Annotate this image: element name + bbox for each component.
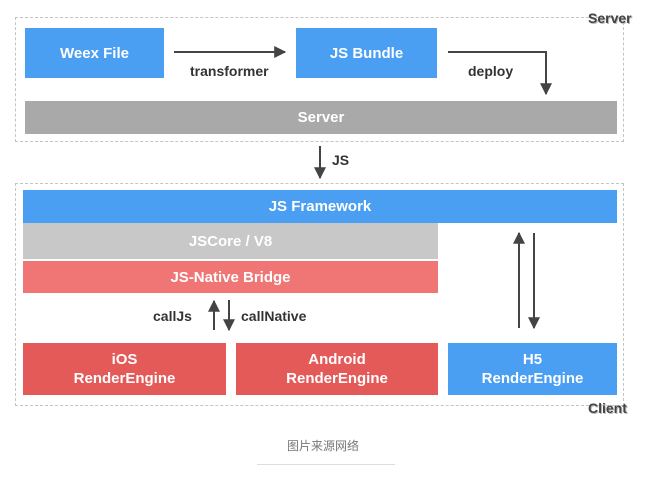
ios-label-line2: RenderEngine — [73, 370, 176, 387]
server-frame — [15, 17, 624, 142]
js-link-label: JS — [332, 152, 350, 168]
caption-divider — [257, 464, 395, 465]
weex-file-box: Weex File — [25, 28, 164, 78]
client-corner-label: Client — [588, 400, 627, 416]
js-bundle-box: JS Bundle — [296, 28, 437, 78]
js-bundle-label: JS Bundle — [329, 44, 404, 62]
h5-label-line1: H5 — [522, 351, 543, 368]
server-bar-label: Server — [297, 109, 345, 126]
image-caption: 图片来源网络 — [286, 439, 359, 453]
client-frame — [15, 183, 624, 406]
jscore-bar: JSCore / V8 — [23, 223, 438, 259]
android-render-engine-box: Android RenderEngine — [236, 343, 438, 395]
js-native-bridge-label: JS-Native Bridge — [170, 268, 291, 286]
deploy-arrow — [448, 51, 552, 96]
js-framework-label: JS Framework — [268, 198, 372, 215]
server-corner-label: Server — [588, 10, 632, 26]
call-native-label: callNative — [241, 308, 307, 324]
js-native-bridge-bar: JS-Native Bridge — [23, 261, 438, 293]
android-label-line1: Android — [308, 351, 366, 368]
ios-render-engine-box: iOS RenderEngine — [23, 343, 226, 395]
android-label-line2: RenderEngine — [286, 370, 388, 387]
js-framework-bar: JS Framework — [23, 190, 617, 223]
deploy-label: deploy — [468, 63, 514, 79]
transformer-label: transformer — [190, 63, 269, 79]
h5-render-engine-box: H5 RenderEngine — [448, 343, 617, 395]
ios-label-line1: iOS — [111, 351, 138, 368]
call-js-label: callJs — [153, 308, 192, 324]
jscore-label: JSCore / V8 — [188, 232, 273, 250]
weex-file-label: Weex File — [60, 44, 129, 62]
h5-label-line2: RenderEngine — [481, 370, 584, 387]
server-bar: Server — [25, 101, 617, 134]
